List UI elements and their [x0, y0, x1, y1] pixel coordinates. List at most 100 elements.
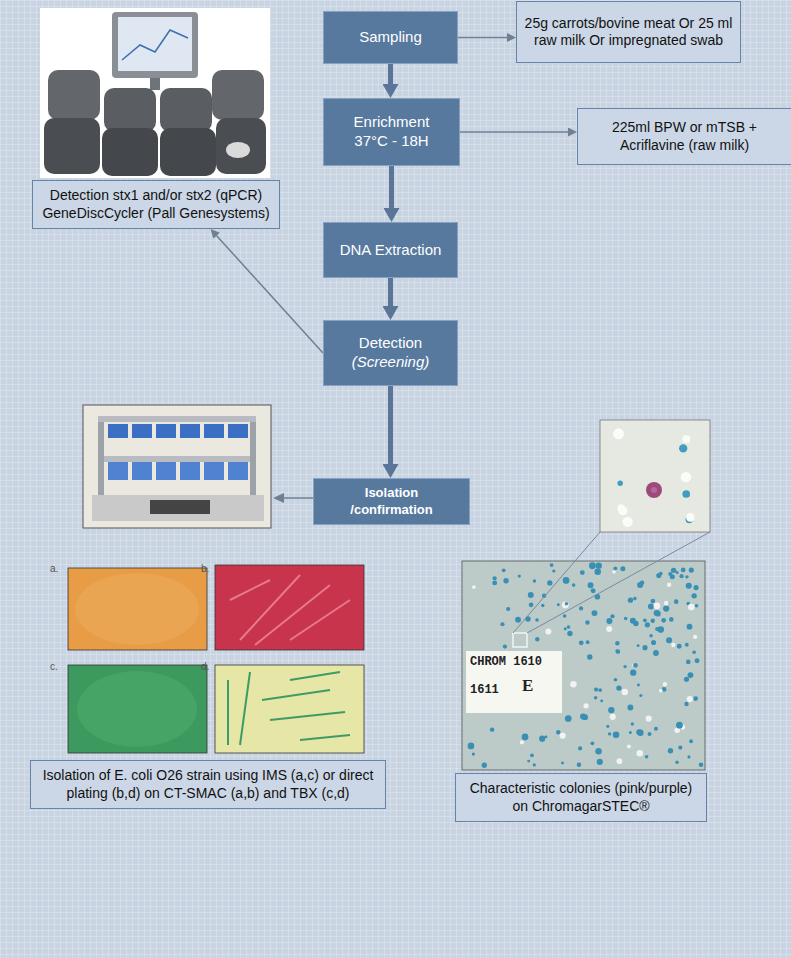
colony-dot: [671, 643, 675, 647]
ims-device-photo-part: [92, 495, 264, 521]
ims-device-photo-part: [132, 462, 152, 480]
colony-dot: [550, 563, 554, 567]
colony-dot: [580, 714, 586, 720]
photo-label: b.: [201, 563, 209, 574]
genedisc-photo-part: [112, 12, 198, 78]
colony-dot: [608, 732, 611, 735]
chromagar-photo-part: [462, 561, 705, 770]
ims-device-photo-part: [150, 500, 210, 514]
colony-dot: [468, 743, 475, 750]
colony-dot: [693, 696, 698, 701]
colony-dot: [662, 618, 665, 621]
colony-dot: [616, 649, 620, 653]
process-box: Sampling: [323, 11, 458, 64]
process-box: Enrichment 37°C - 18H: [323, 98, 460, 166]
ims-device-photo-part: [204, 462, 224, 480]
colony-dot: [598, 688, 602, 692]
caption-box: Isolation of E. coli O26 strain using IM…: [30, 760, 386, 809]
node-text: Sampling: [359, 28, 422, 47]
colony-dot: [654, 610, 660, 616]
zoom-inset-part: [651, 487, 657, 493]
ims-device-photo-part: [98, 416, 104, 508]
ims-device-photo-part: [156, 462, 176, 480]
colony-dot: [689, 739, 693, 743]
colony-dot: [606, 626, 612, 632]
node-text: Characteristic colonies (pink/purple) on…: [462, 780, 700, 815]
colony-dot: [545, 628, 551, 634]
colony-dot: [627, 705, 633, 711]
genedisc-photo-part: [48, 70, 100, 120]
colony-dot: [674, 599, 679, 604]
genedisc-photo-part: [44, 118, 100, 174]
colony-dot: [647, 732, 651, 736]
colony-dot: [591, 741, 595, 745]
colony-dot: [515, 617, 521, 623]
node-text: Isolation of E. coli O26 strain using IM…: [37, 767, 379, 802]
colony-dot: [689, 567, 694, 572]
colony-dot: [677, 644, 682, 649]
colony-dot: [527, 760, 530, 763]
agar-plates-part: [230, 575, 350, 645]
colony-dot: [577, 763, 581, 767]
colony-dot: [617, 504, 624, 511]
colony-dot: [613, 566, 617, 570]
colony-dot: [570, 681, 576, 687]
process-box: Isolation /confirmation: [313, 478, 470, 525]
colony-dot: [600, 700, 603, 703]
ims-pointer-arrow-part: [273, 493, 284, 503]
colony-dot: [492, 580, 497, 585]
colony-dot: [679, 444, 687, 452]
colony-dot: [637, 729, 643, 735]
flow-arrow: [458, 37, 507, 39]
ims-device-photo: [83, 405, 271, 528]
colony-dot: [654, 727, 658, 731]
colony-dot: [506, 607, 510, 611]
agar-plates-part: [215, 665, 364, 753]
colony-dot: [556, 730, 560, 734]
colony-dot: [630, 618, 636, 624]
colony-dot: [681, 567, 686, 572]
colony-dot: [637, 684, 640, 687]
colony-dot: [682, 435, 690, 443]
colony-dot: [520, 740, 524, 744]
colony-dot: [633, 663, 638, 668]
colony-dot: [686, 513, 695, 522]
colony-dot: [620, 566, 625, 571]
colony-dot: [668, 572, 672, 576]
colony-dot: [572, 583, 576, 587]
colony-dot: [591, 588, 595, 592]
colony-dot: [628, 598, 633, 603]
colony-dot: [661, 618, 666, 623]
colony-dot: [589, 562, 596, 569]
chromagar-photo-part: [513, 633, 527, 647]
flow-arrow: [389, 166, 394, 208]
colony-dot: [585, 620, 589, 624]
ims-device-photo-part: [132, 424, 152, 438]
colony-dot: [637, 582, 643, 588]
agar-plates-part: [228, 672, 350, 745]
ims-device-photo-part: [83, 405, 271, 528]
colony-dot: [681, 472, 691, 482]
colony-dot: [642, 645, 647, 650]
colony-dot: [663, 682, 667, 686]
genedisc-photo-part: [160, 128, 216, 176]
colony-dot: [608, 707, 614, 713]
process-box: DNA Extraction: [323, 222, 458, 278]
agar-plates-part: [75, 573, 199, 645]
info-box: 225ml BPW or mTSB + Acriflavine (raw mil…: [577, 108, 791, 165]
colony-dot: [686, 660, 691, 665]
genedisc-photo-part: [40, 8, 270, 178]
colony-dot: [630, 670, 636, 676]
colony-dot: [535, 637, 539, 641]
colony-dot: [688, 604, 695, 611]
colony-dot: [695, 658, 700, 663]
colony-dot: [651, 599, 656, 604]
process-box: Detection(Screening): [323, 320, 458, 386]
colony-dot: [535, 618, 539, 622]
ims-device-photo-part: [108, 424, 128, 438]
agar-plates-part: [68, 568, 207, 650]
genedisc-photo-part: [226, 142, 250, 158]
colony-dot: [679, 574, 683, 578]
colony-dot: [687, 624, 693, 630]
colony-dot: [565, 715, 572, 722]
